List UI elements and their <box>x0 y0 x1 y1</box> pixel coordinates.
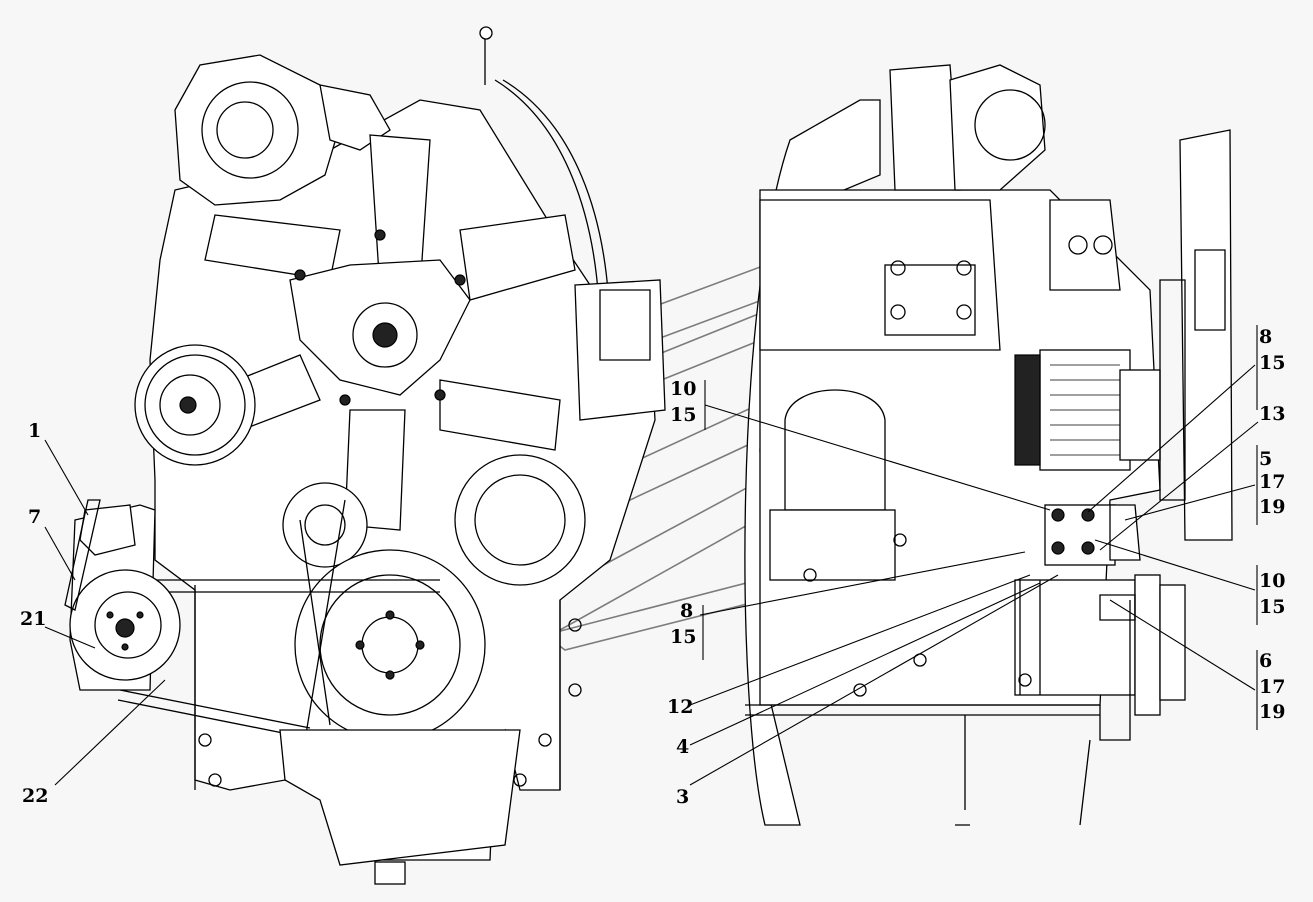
callout-13: 13 <box>1259 403 1285 425</box>
callout-8a: 8 <box>680 600 693 622</box>
alternator-front <box>134 344 256 466</box>
callout-4: 4 <box>676 736 689 758</box>
callout-labels: 1 7 21 22 10 15 8 15 12 4 3 8 15 13 5 17… <box>20 326 1285 808</box>
callout-17a: 17 <box>1259 471 1285 493</box>
callout-7: 7 <box>28 506 41 528</box>
callout-21: 21 <box>20 608 46 630</box>
callout-5: 5 <box>1259 448 1272 470</box>
compressor-bracket-side <box>1044 504 1141 566</box>
side-view <box>744 64 1233 826</box>
callout-8b: 8 <box>1259 326 1272 348</box>
compressor-side <box>1014 574 1186 716</box>
callout-19a: 19 <box>1259 496 1285 518</box>
callout-3: 3 <box>676 786 689 808</box>
leader-lines <box>44 325 1259 786</box>
callout-15b: 15 <box>670 626 696 648</box>
compressor-front <box>64 499 181 691</box>
callout-15a: 15 <box>670 404 696 426</box>
callout-15c: 15 <box>1259 352 1285 374</box>
callout-19b: 19 <box>1259 701 1285 723</box>
callout-10b: 10 <box>1259 570 1285 592</box>
callout-6: 6 <box>1259 650 1272 672</box>
callout-15d: 15 <box>1259 596 1285 618</box>
callout-12: 12 <box>667 696 693 718</box>
front-view <box>64 26 666 885</box>
callout-22: 22 <box>22 785 48 807</box>
callout-10a: 10 <box>670 378 696 400</box>
fan-side <box>1159 129 1233 541</box>
callout-17b: 17 <box>1259 676 1285 698</box>
crankshaft-pulley <box>294 549 486 741</box>
callout-1: 1 <box>28 420 41 442</box>
